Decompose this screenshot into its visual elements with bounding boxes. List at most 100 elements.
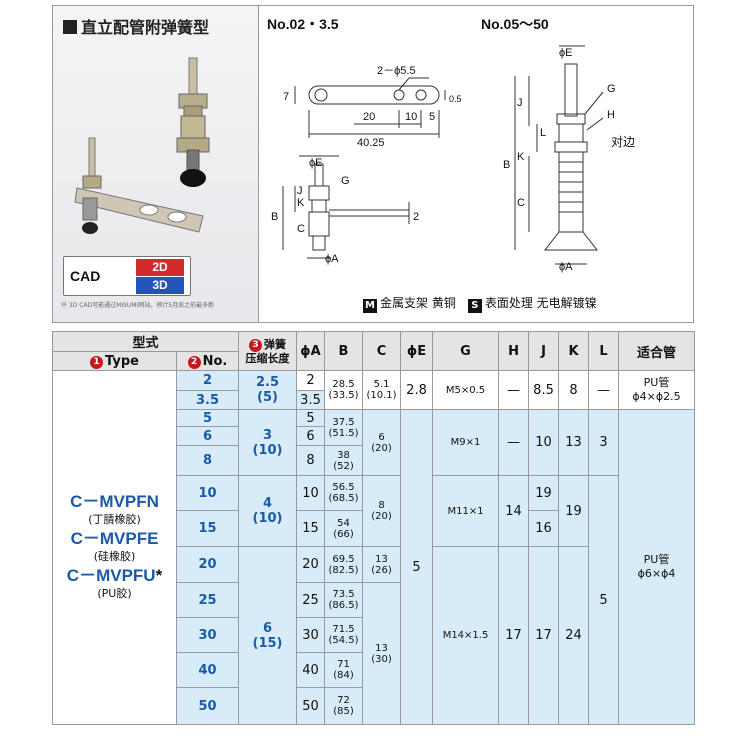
header-phi-a: ϕA (296, 331, 326, 371)
h-cell: — (498, 370, 530, 410)
technical-drawing-panel: 2－ϕ5.5 7 20 10 0.5 5 40.25 ϕE G J (258, 5, 694, 323)
surface-text: 表面处理 无电解镀镍 (484, 296, 597, 310)
phi-a-cell: 3.5 (296, 390, 326, 410)
small-g-label: G (341, 175, 350, 187)
no-cell[interactable]: 25 (175, 582, 240, 618)
dimension-drawing: 2－ϕ5.5 7 20 10 0.5 5 40.25 ϕE G J (271, 45, 635, 273)
table-row: 3.5 3.5 (53, 390, 695, 410)
dim-20-label: 20 (363, 111, 375, 123)
large-phi-a-label: ϕA (559, 261, 573, 273)
title-square-icon (63, 20, 77, 34)
material-text: 金属支架 黄铜 (380, 296, 456, 310)
no-cell[interactable]: 15 (175, 510, 240, 547)
c-cell: 6(20) (362, 409, 402, 476)
type-material-e: (硅橡胶) (93, 550, 136, 563)
no-cell[interactable]: 10 (175, 475, 240, 511)
small-top-view (294, 77, 446, 138)
c-cell: 8(20) (362, 475, 402, 547)
b-cell: 54(66) (324, 510, 364, 547)
phi-a-cell: 15 (296, 510, 326, 547)
b-cell: 28.5(33.5) (324, 370, 364, 410)
b-cell: 72(85) (324, 687, 364, 725)
material-key-icon: M (363, 299, 377, 313)
phi-a-cell: 30 (296, 617, 326, 653)
h-cell: — (498, 409, 530, 476)
hole-dim-label: 2－ϕ5.5 (377, 65, 416, 77)
phi-a-cell: 8 (296, 445, 326, 476)
no-cell[interactable]: 6 (175, 426, 240, 446)
large-h-label: H (607, 109, 615, 121)
header-l: L (588, 331, 620, 371)
large-side-dimensions: ϕE G H 对边 J L K B C ϕA (503, 47, 635, 273)
small-j-label: J (297, 185, 303, 197)
phi-a-cell: 6 (296, 426, 326, 446)
table-row: 6 6 (53, 426, 695, 446)
b-cell: 71.5(54.5) (324, 617, 364, 653)
header-b: B (324, 331, 364, 371)
table-row: 5 3(10) 5 37.5(51.5) 6(20) 5 M9×1 — 10 1… (53, 409, 696, 725)
no-cell[interactable]: 40 (175, 652, 240, 688)
phi-a-cell: 20 (296, 546, 326, 583)
type-code-n[interactable]: C－MVPFN (70, 492, 159, 511)
table-row: C－MVPFN (丁腈橡胶) C－MVPFE (硅橡胶) C－MVPFU* (P… (52, 370, 696, 725)
header-k: K (558, 331, 590, 371)
phi-a-cell: 2 (296, 370, 326, 391)
phi-a-cell: 50 (296, 687, 326, 725)
b-cell: 73.5(86.5) (324, 582, 364, 618)
dim-5-label: 5 (429, 111, 435, 123)
table-row: 40 40 71(84) (53, 652, 695, 688)
l-cell: — (588, 370, 620, 410)
table-row: 30 30 71.5(54.5) (53, 617, 695, 653)
small-k-label: K (297, 197, 305, 209)
type-code-u[interactable]: C－MVPFU* (66, 566, 163, 585)
table-row: 15 15 54(66) 16 (53, 510, 695, 547)
large-c-label: C (517, 197, 525, 209)
header-h: H (498, 331, 530, 371)
type-code-e[interactable]: C－MVPFE (70, 529, 159, 548)
j-cell: 17 (528, 546, 560, 725)
no-cell[interactable]: 3.5 (175, 390, 240, 410)
product-photo-panel: 直立配管附弹簧型 CAD 2D 3D Ⓜ 3D CAD可能通过MISUMI网站。… (52, 5, 259, 323)
header-model: 型式 (51, 331, 240, 352)
table-row: 50 50 72(85) (53, 687, 695, 725)
type-material-u: (PU胶) (97, 587, 132, 600)
large-b-label: B (503, 159, 510, 171)
phi-a-cell: 40 (296, 652, 326, 688)
no-cell[interactable]: 20 (175, 546, 240, 583)
h-cell: 17 (498, 546, 530, 725)
dim-4025-label: 40.25 (357, 137, 385, 149)
no-cell[interactable]: 50 (175, 687, 240, 725)
j-cell: 19 (528, 475, 560, 511)
no-cell[interactable]: 2 (175, 370, 240, 391)
type-material-n: (丁腈橡胶) (88, 513, 141, 526)
k-cell: 8 (558, 370, 590, 410)
large-k-label: K (517, 151, 525, 163)
cad-note: Ⓜ 3D CAD可能通过MISUMI网站。预计5月底之前最多新 (61, 302, 215, 309)
spring-cell: 2.5(5) (238, 370, 298, 410)
j-cell: 10 (528, 409, 560, 476)
cad-label: CAD (70, 268, 101, 284)
phi-e-cell: 2.8 (400, 370, 434, 410)
small-dim-2-label: 2 (413, 211, 419, 223)
k-cell: 19 (558, 475, 590, 547)
spring-cell: 3(10) (238, 409, 298, 476)
small-phi-e-label: ϕE (309, 157, 323, 169)
cad-2d-button[interactable]: 2D (136, 259, 184, 276)
header-tube: 适合管 (618, 331, 696, 371)
table-row: 10 4(10) 10 56.5(68.5) 8(20) M11×1 14 19… (53, 475, 695, 725)
no-cell[interactable]: 5 (175, 409, 240, 427)
large-across-label: 对边 (611, 135, 635, 149)
b-cell: 38(52) (324, 445, 364, 476)
no-cell[interactable]: 8 (175, 445, 240, 476)
large-model-heading: No.05～50 (481, 16, 549, 32)
c-cell: 5.1(10.1) (362, 370, 402, 410)
phi-a-cell: 25 (296, 582, 326, 618)
dim-7-label: 7 (283, 91, 289, 103)
no-cell[interactable]: 30 (175, 617, 240, 653)
header-j: J (528, 331, 560, 371)
cad-3d-button[interactable]: 3D (136, 277, 184, 294)
